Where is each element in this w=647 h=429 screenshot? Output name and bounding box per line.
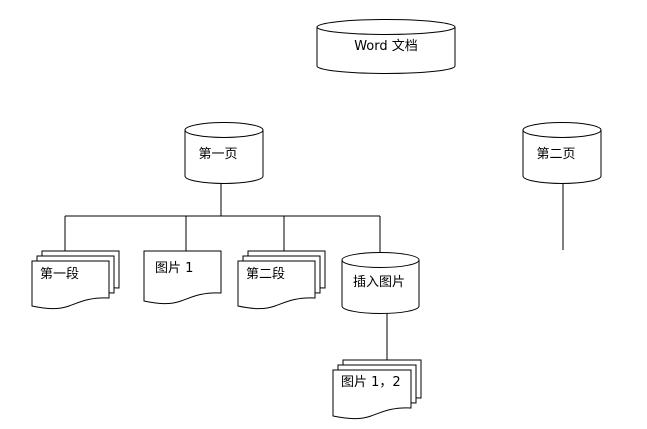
cylinder-page2: 第二页	[522, 122, 602, 184]
label-insert-picture: 插入图片	[353, 275, 405, 290]
connectors	[64, 182, 564, 362]
multidoc-paragraph1: 第一段	[31, 250, 120, 310]
label-paragraph1: 第一段	[40, 267, 79, 282]
label-pictures12: 图片 1，2	[341, 375, 401, 390]
label-page2: 第二页	[536, 147, 575, 162]
document-picture1: 图片 1	[143, 250, 222, 305]
label-word-document: Word 文档	[354, 39, 418, 54]
cylinder-page1: 第一页	[184, 122, 264, 184]
cylinder-word-document: Word 文档	[316, 19, 456, 74]
label-page1: 第一页	[198, 147, 237, 162]
label-picture1: 图片 1	[155, 261, 193, 276]
multidoc-pictures12: 图片 1，2	[332, 359, 422, 420]
label-paragraph2: 第二段	[246, 267, 285, 282]
cylinder-insert-picture: 插入图片	[341, 252, 420, 314]
multidoc-paragraph2: 第二段	[237, 250, 326, 310]
